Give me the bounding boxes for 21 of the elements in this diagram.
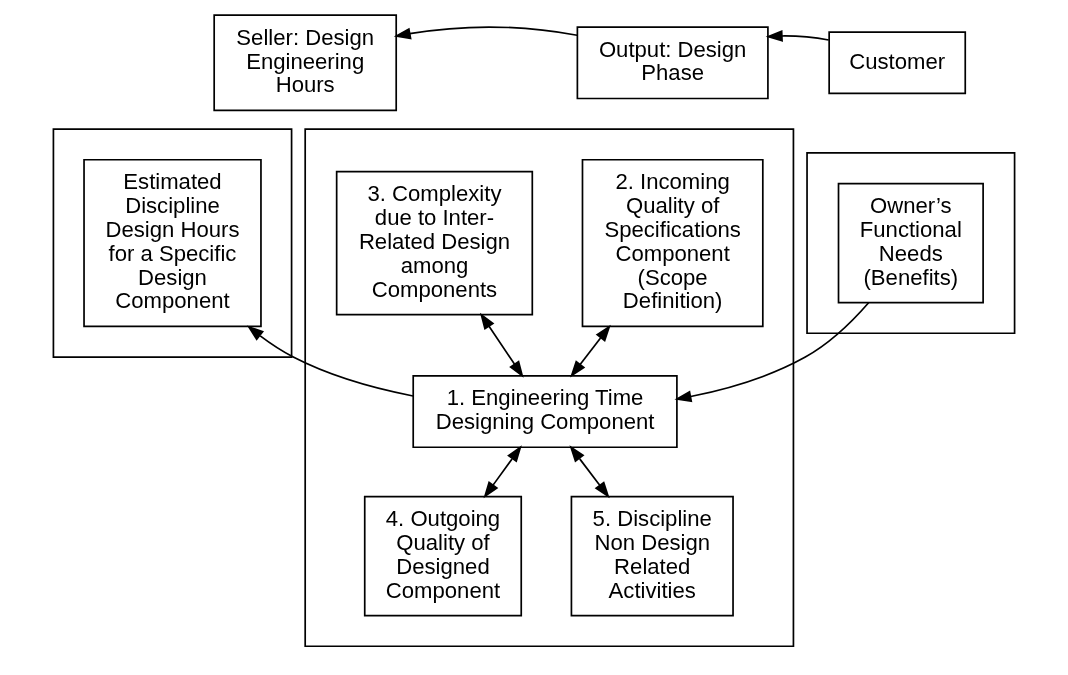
arrow <box>569 445 610 499</box>
arrow <box>765 30 830 42</box>
node-box: 5. Discipline Non Design Related Activities <box>570 495 734 617</box>
node-box: 2. Incoming Quality of Specifications Component (Scope Definition) <box>581 158 764 328</box>
cluster <box>806 152 1016 335</box>
node-box: Owner’s Functional Needs (Benefits) <box>837 182 984 304</box>
arrow <box>393 26 578 40</box>
node-box: Estimated Discipline Design Hours for a Specific Design Component <box>83 158 262 328</box>
node-box: Customer <box>828 31 967 95</box>
node-box: 1. Engineering Time Designing Component <box>412 374 678 449</box>
node-box: 3. Complexity due to Inter-Related Design among Components <box>335 170 534 316</box>
node-box: 4. Outgoing Quality of Designed Component <box>363 495 523 617</box>
arrow <box>246 325 414 397</box>
cluster <box>304 128 795 648</box>
arrow <box>674 301 870 403</box>
arrow <box>570 324 611 378</box>
node-box: Output: Design Phase <box>576 26 769 100</box>
cluster <box>52 128 293 358</box>
arrow <box>483 445 522 499</box>
arrow <box>479 312 524 378</box>
node-box: Seller: Design Engineering Hours <box>213 14 398 112</box>
